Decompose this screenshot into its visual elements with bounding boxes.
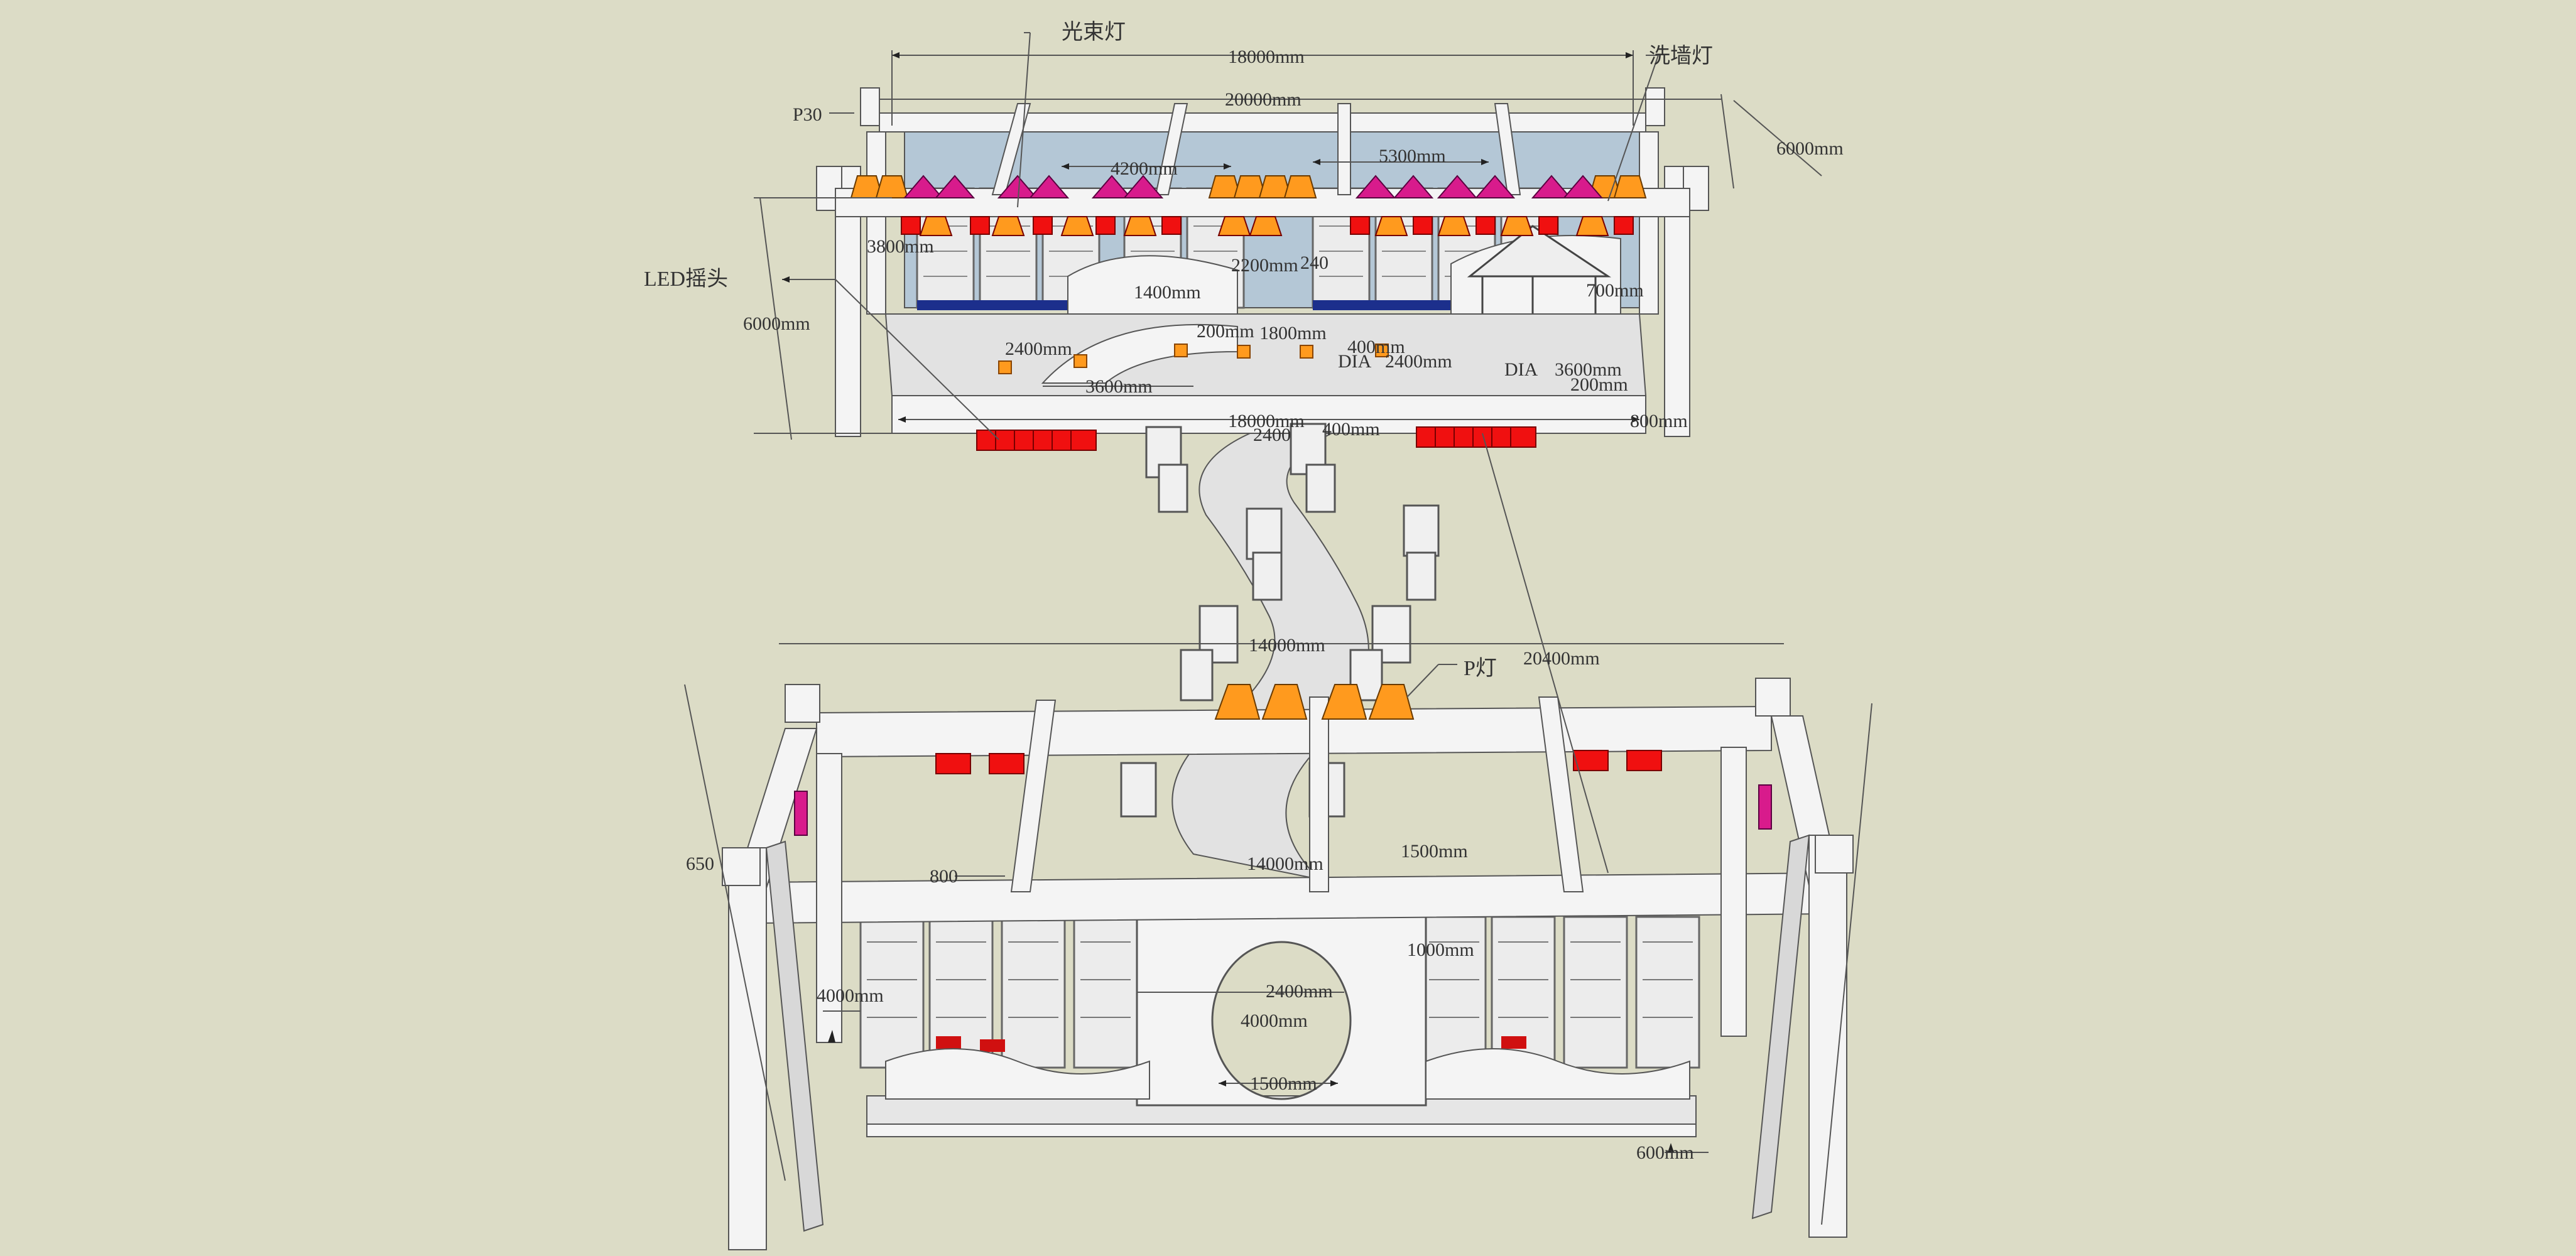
dim-20000: 20000mm	[1225, 89, 1302, 110]
lower-led-heads	[935, 750, 1662, 774]
dim-14000: 14000mm	[1249, 635, 1325, 656]
lower-stage	[722, 678, 1854, 1250]
dim-1500-a: 1500mm	[1401, 841, 1468, 862]
upper-front-heads	[901, 216, 1634, 236]
dim-18000-top: 18000mm	[1228, 46, 1305, 67]
upper-led-heads	[976, 426, 1536, 451]
lower-truss	[722, 678, 1854, 1250]
dim-3800: 3800mm	[867, 236, 934, 257]
upper-truss	[816, 87, 1709, 437]
dim-3600-b: 3600mm	[1555, 359, 1622, 380]
dim-6000-right: 6000mm	[1776, 138, 1844, 159]
upper-staircase	[1041, 323, 1238, 384]
callout-labels: 光束灯 洗墙灯 LED摇头 P灯 P30 DIA DIA	[644, 20, 1713, 680]
dim-4000: 4000mm	[817, 985, 884, 1006]
dim-6000-left: 6000mm	[743, 313, 810, 334]
dim-200: 200mm	[1570, 374, 1628, 395]
upper-wash-lights	[903, 175, 1604, 198]
dimension-lines	[684, 32, 1872, 1225]
dim-14000-b: 14000mm	[1247, 853, 1323, 874]
dim-1400: 1400mm	[1134, 282, 1201, 303]
dim-4200: 4200mm	[1111, 158, 1178, 179]
dim-2400-b: 2400mm	[1385, 351, 1452, 372]
label-dia-2: DIA	[1504, 359, 1538, 380]
walkway	[1120, 423, 1440, 880]
upper-stage	[816, 87, 1709, 451]
dim-200-b: 200mm	[1197, 321, 1254, 342]
dim-240: 240	[1300, 252, 1329, 273]
dim-800-b: 800	[930, 866, 958, 887]
walkway-lattice-panels	[1120, 423, 1440, 818]
dim-400-b: 400mm	[1322, 419, 1380, 440]
dim-4000-b: 4000mm	[1241, 1010, 1308, 1031]
label-wash-light: 洗墙灯	[1649, 44, 1713, 68]
dim-1000: 1000mm	[1407, 939, 1474, 960]
dim-1800: 1800mm	[1259, 323, 1327, 344]
dim-20400: 20400mm	[1523, 648, 1600, 669]
dim-400-a: 400mm	[1347, 337, 1405, 357]
dim-3600: 3600mm	[1085, 376, 1153, 397]
dim-800: 800mm	[1630, 411, 1688, 431]
dim-600: 600mm	[1636, 1142, 1694, 1163]
label-dia-1: DIA	[1338, 351, 1372, 372]
dim-650: 650	[686, 853, 714, 874]
dimension-labels: 18000mm 20000mm 6000mm 4200mm 5300mm 380…	[686, 46, 1844, 1163]
label-led-moving-head: LED摇头	[644, 267, 728, 291]
dim-18000-mid: 18000mm	[1228, 411, 1305, 431]
label-p-light: P灯	[1464, 657, 1497, 680]
dim-5300: 5300mm	[1379, 146, 1446, 166]
dim-1500-b: 1500mm	[1250, 1073, 1317, 1094]
lower-p-lights	[1214, 684, 1415, 720]
label-beam-light: 光束灯	[1062, 20, 1126, 44]
dim-2400-c: 2400	[1253, 425, 1291, 445]
dim-700: 700mm	[1586, 280, 1644, 301]
label-p30: P30	[793, 104, 822, 125]
dim-2200: 2200mm	[1231, 255, 1298, 276]
dim-2400-a: 2400mm	[1005, 338, 1072, 359]
dim-2400-d: 2400mm	[1266, 981, 1333, 1002]
